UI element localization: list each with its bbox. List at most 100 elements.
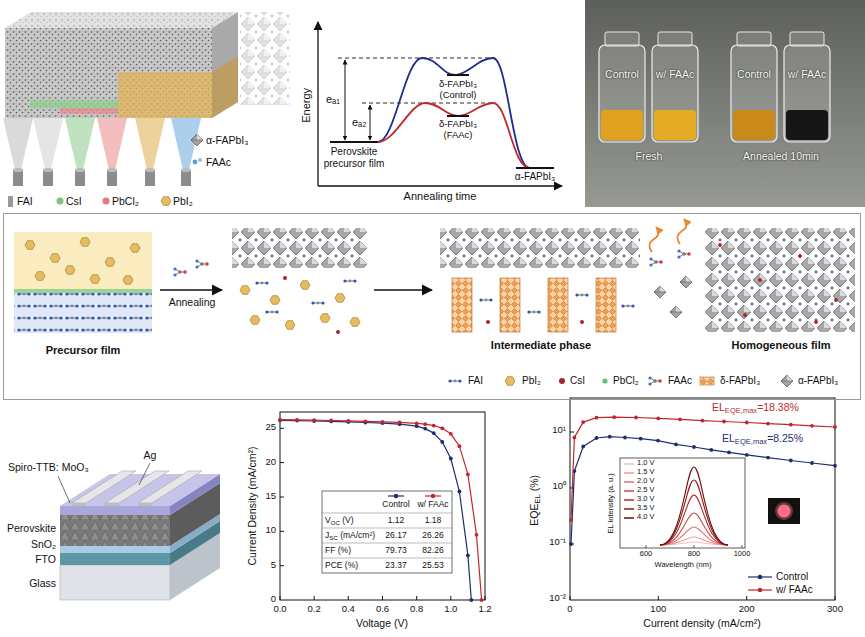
legend-text: 2.0 V — [637, 476, 655, 485]
tick-label: 10¹ — [552, 425, 566, 436]
device-stack-part — [138, 471, 202, 503]
mechanism-illustration-part — [320, 314, 330, 323]
tick-label: 5 — [271, 560, 276, 571]
label-text: 0.8 — [410, 603, 423, 614]
label-text: 0.2 — [308, 603, 321, 614]
barrier-label: eₐ₂ — [352, 116, 366, 129]
mechanism-illustration-part — [758, 278, 762, 282]
mechanism-illustration-part — [14, 293, 152, 333]
eqe-chart-part — [660, 467, 728, 545]
deposition-illustration-part — [43, 168, 53, 172]
jv-chart-part — [431, 494, 435, 498]
legend-entry: 4.0 V — [637, 513, 655, 522]
label-text: Glass — [29, 577, 56, 589]
legend-text: FAAc — [668, 375, 692, 386]
deposition-illustration-part — [193, 160, 198, 165]
vial-photo — [585, 0, 865, 207]
label-text: =18.38% — [757, 401, 799, 413]
device-stack-part — [138, 503, 152, 506]
eqe-chart-part — [620, 458, 745, 548]
eqe-chart-part — [768, 498, 800, 524]
label-text: EL — [722, 432, 735, 444]
mechanism-illustration-part — [283, 276, 287, 280]
eqe-chart-part — [624, 517, 634, 519]
eqe-chart-part — [624, 499, 634, 501]
energy-diagram-part — [378, 58, 530, 168]
deposition-illustration-part — [118, 72, 212, 118]
jv-chart-part — [322, 491, 452, 573]
subscript-text: SC — [329, 534, 338, 541]
legend-entry: CsI — [570, 375, 585, 387]
mechanism-illustration-part — [602, 378, 607, 383]
mechanism-illustration-part — [374, 289, 432, 291]
mechanism-illustration-part — [718, 243, 722, 247]
subscript-text: OC — [331, 519, 340, 526]
vial-photo-part — [731, 45, 777, 142]
deposition-illustration-part — [13, 170, 23, 186]
panel-text: Precursor film — [46, 344, 121, 357]
eqe-chart-part — [624, 508, 634, 510]
panel-text: w/ FAAc — [656, 68, 695, 80]
label-text: 15 — [265, 490, 276, 501]
legend-entry: CsI — [66, 195, 82, 207]
mechanism-illustration-part — [596, 278, 616, 332]
label-text: 100 — [650, 603, 666, 614]
legend-text: δ-FAPbI₃ — [720, 375, 760, 386]
vial-photo-part — [790, 32, 824, 46]
tick-label: 1.2 — [478, 604, 491, 615]
legend-text: FAI — [468, 375, 483, 386]
legend-entry: 1.5 V — [637, 468, 655, 477]
axis-title: EL intensity (a. u.) — [607, 473, 616, 533]
deposition-illustration-part — [191, 134, 203, 146]
legend-text: PbCl₂ — [112, 195, 139, 207]
label-text: (%) — [528, 475, 540, 491]
mechanism-illustration-part — [300, 281, 310, 290]
value-callout: ELEQE,max=18.38% — [712, 401, 799, 416]
table-cell: 26.17 — [385, 531, 406, 541]
vial-photo-part — [605, 32, 639, 46]
tick-label: 1.0 — [444, 604, 457, 615]
vial-photo-part — [658, 32, 692, 46]
legend-text: 3.5 V — [637, 503, 655, 512]
label-text: J — [325, 530, 329, 540]
layer-label: Glass — [29, 577, 56, 589]
legend-text: FAAc — [206, 156, 231, 168]
mechanism-illustration-part — [621, 304, 634, 307]
tick-label: 0.8 — [410, 604, 423, 615]
deposition-illustration-part — [30, 100, 118, 108]
axis-title: Voltage (V) — [356, 617, 408, 629]
deposition-illustration-part — [240, 12, 290, 105]
energy-diagram-part — [318, 185, 562, 186]
label-text: 26.17 — [385, 530, 406, 540]
label-text: 5 — [271, 559, 276, 570]
mechanism-illustration-part — [130, 244, 140, 253]
legend-entry: Control — [776, 571, 808, 583]
mechanism-illustration-part — [575, 293, 588, 296]
eqe-chart-part — [570, 398, 835, 600]
label-text: 600 — [640, 549, 653, 558]
label-text: 0 — [271, 593, 276, 604]
jv-chart — [280, 412, 485, 600]
mechanism-illustration-part — [80, 238, 90, 247]
deposition-illustration-part — [43, 170, 53, 186]
axis-title: EQEEL(%) — [528, 475, 543, 526]
mechanism-illustration-part — [440, 228, 640, 268]
mechanism-illustration-part — [90, 275, 100, 284]
tick-label: 100 — [650, 604, 666, 615]
mechanism-illustration-part — [65, 266, 75, 275]
tick-label: 0.4 — [342, 604, 355, 615]
device-stack-part — [60, 515, 170, 546]
label-text: eₐ₁ — [326, 93, 340, 105]
legend-entry: FAAc — [206, 156, 231, 168]
tick-label: 15 — [265, 491, 276, 502]
label-text: δ-FAPbI₃ — [439, 78, 477, 89]
mechanism-illustration-part — [580, 320, 584, 324]
vial-photo-part — [585, 0, 865, 207]
table-cell: 23.37 — [385, 561, 406, 571]
axis-title: Energy — [300, 88, 313, 123]
label-text: 20 — [265, 456, 276, 467]
deposition-illustration-part — [107, 170, 117, 186]
tick-label: 10⁻¹ — [549, 537, 566, 548]
eqe-chart-part — [624, 481, 634, 483]
